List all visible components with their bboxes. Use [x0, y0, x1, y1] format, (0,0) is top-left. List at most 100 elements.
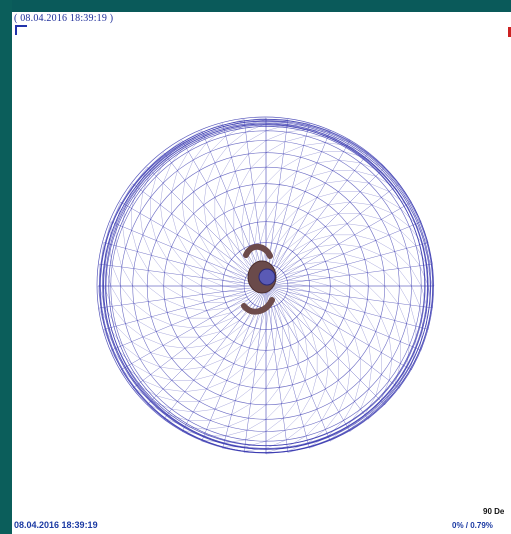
- mesh-brace: [380, 171, 399, 185]
- mesh-brace: [364, 395, 376, 415]
- mesh-brace: [300, 151, 322, 158]
- mesh-brace: [325, 261, 348, 265]
- mesh-brace: [284, 414, 301, 431]
- mesh-brace: [147, 285, 165, 300]
- mesh-brace: [419, 327, 423, 350]
- mesh-brace: [223, 120, 245, 130]
- mesh-brace: [287, 288, 309, 298]
- mesh-brace: [131, 341, 151, 353]
- mesh-brace: [109, 327, 123, 346]
- mesh-brace: [182, 274, 202, 287]
- mesh-brace: [354, 380, 361, 402]
- mesh-brace: [265, 430, 286, 442]
- mesh-brace: [287, 435, 307, 448]
- mesh-brace: [388, 358, 393, 381]
- mesh-brace: [214, 145, 229, 163]
- mesh-brace: [239, 251, 251, 271]
- mesh-brace: [131, 363, 151, 375]
- mesh-spoke: [103, 242, 267, 287]
- mesh-spoke: [265, 130, 331, 287]
- mesh-brace: [228, 299, 249, 308]
- mesh-brace: [222, 285, 245, 290]
- mesh-brace: [292, 320, 299, 342]
- mesh-brace: [368, 182, 390, 192]
- mesh-brace: [371, 204, 393, 214]
- mesh-brace: [410, 266, 422, 287]
- mesh-brace: [131, 230, 138, 252]
- mesh-brace: [284, 269, 307, 276]
- mesh-brace: [287, 234, 306, 249]
- mesh-brace: [283, 264, 304, 273]
- mesh-brace: [276, 304, 283, 327]
- mesh-brace: [254, 222, 258, 245]
- mesh-brace: [210, 414, 232, 421]
- mesh-brace: [287, 191, 306, 206]
- mesh-brace: [184, 388, 207, 392]
- mesh-brace: [292, 240, 312, 252]
- mesh-brace: [338, 159, 361, 164]
- mesh-brace: [235, 255, 249, 273]
- mesh-brace: [181, 180, 186, 203]
- mesh-brace: [411, 285, 421, 307]
- mesh-spoke: [201, 130, 267, 287]
- mesh-brace: [151, 255, 165, 273]
- mesh-brace: [142, 171, 152, 192]
- mesh-brace: [167, 259, 183, 276]
- mesh-brace: [163, 419, 183, 431]
- mesh-brace: [206, 162, 216, 184]
- mesh-brace: [329, 277, 351, 287]
- mesh-brace: [148, 270, 164, 287]
- mesh-brace: [115, 347, 132, 364]
- mesh-brace: [360, 246, 381, 256]
- mesh-brace: [279, 303, 288, 324]
- mesh-brace: [265, 446, 288, 453]
- mesh-brace: [368, 367, 372, 389]
- mesh-brace: [226, 234, 236, 256]
- mesh-brace: [122, 226, 126, 249]
- mesh-brace: [257, 329, 267, 350]
- mesh-brace: [265, 202, 278, 222]
- mesh-brace: [142, 380, 164, 390]
- mesh-brace: [419, 306, 423, 329]
- mesh-brace: [349, 201, 372, 206]
- mesh-brace: [202, 277, 223, 287]
- mesh-brace: [164, 417, 185, 427]
- mesh-brace: [410, 304, 417, 327]
- mesh-brace: [329, 426, 348, 441]
- mesh-brace: [265, 184, 280, 203]
- mesh-brace: [235, 387, 253, 401]
- mesh-brace: [225, 124, 245, 137]
- mesh-brace: [282, 230, 299, 246]
- mesh-brace: [100, 307, 110, 329]
- mesh-brace: [325, 367, 329, 389]
- mesh-brace: [252, 167, 267, 185]
- mesh-brace: [104, 307, 117, 327]
- mesh-brace: [151, 316, 172, 326]
- mesh-brace: [177, 151, 189, 171]
- mesh-brace: [164, 140, 183, 155]
- mesh-brace: [394, 320, 401, 342]
- mesh-brace: [225, 430, 248, 437]
- mesh-brace: [181, 285, 203, 295]
- mesh-brace: [426, 242, 433, 265]
- mesh-brace: [360, 388, 370, 410]
- mesh-spoke: [265, 285, 400, 389]
- mesh-brace: [223, 213, 228, 236]
- mesh-brace: [125, 248, 135, 269]
- mesh-brace: [142, 234, 152, 256]
- mesh-spoke: [265, 140, 351, 287]
- mesh-brace: [265, 153, 284, 168]
- mesh-brace: [296, 380, 306, 401]
- mesh-brace: [248, 404, 267, 419]
- mesh-brace: [397, 303, 407, 324]
- mesh-brace: [317, 213, 339, 220]
- mesh-brace: [368, 403, 384, 420]
- mesh-brace: [400, 230, 417, 246]
- mesh-brace: [193, 374, 215, 381]
- mesh-brace: [265, 307, 270, 330]
- mesh-brace: [279, 171, 297, 185]
- mesh-brace: [241, 204, 245, 227]
- mesh-brace: [193, 142, 207, 161]
- mesh-brace: [325, 310, 339, 329]
